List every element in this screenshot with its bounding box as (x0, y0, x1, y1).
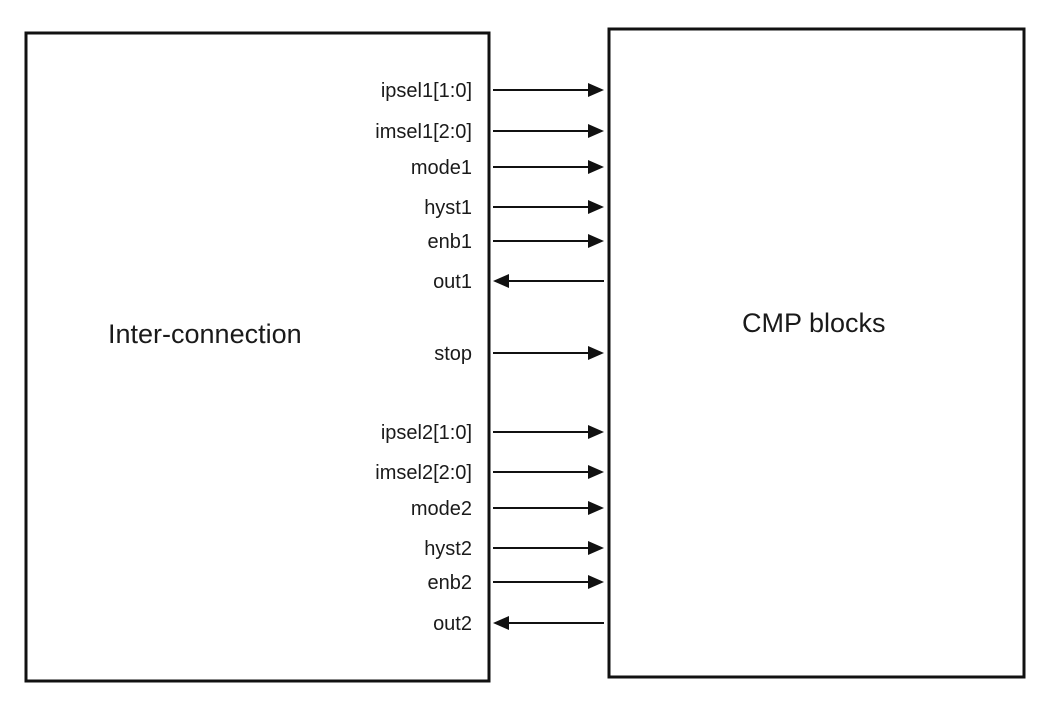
arrow-head-ipsel1-1-0 (588, 83, 604, 97)
arrow-head-enb1 (588, 234, 604, 248)
signal-label-mode1: mode1 (411, 157, 472, 179)
inter-connection-title: Inter-connection (108, 319, 302, 349)
signal-label-mode2: mode2 (411, 498, 472, 520)
arrow-head-mode1 (588, 160, 604, 174)
arrow-head-out1 (493, 274, 509, 288)
arrow-head-imsel1-2-0 (588, 124, 604, 138)
arrow-head-enb2 (588, 575, 604, 589)
signal-label-out1: out1 (433, 271, 472, 293)
signal-label-ipsel2-1-0: ipsel2[1:0] (381, 422, 472, 444)
cmp-blocks-title: CMP blocks (742, 308, 886, 338)
arrow-head-mode2 (588, 501, 604, 515)
arrow-head-out2 (493, 616, 509, 630)
signal-label-out2: out2 (433, 613, 472, 635)
arrow-head-imsel2-2-0 (588, 465, 604, 479)
inter-connection-block (24, 31, 491, 683)
signal-label-ipsel1-1-0: ipsel1[1:0] (381, 80, 472, 102)
signal-label-enb1: enb1 (428, 231, 473, 253)
signal-label-hyst1: hyst1 (424, 197, 472, 219)
signal-label-imsel1-2-0: imsel1[2:0] (375, 121, 472, 143)
arrow-head-hyst2 (588, 541, 604, 555)
signal-lines: ipsel1[1:0] imsel1[2:0] mode1 hyst1 enb1 out1… (375, 80, 604, 635)
arrow-head-ipsel2-1-0 (588, 425, 604, 439)
arrow-head-stop (588, 346, 604, 360)
signal-label-imsel2-2-0: imsel2[2:0] (375, 462, 472, 484)
arrow-head-hyst1 (588, 200, 604, 214)
cmp-blocks-block (607, 27, 1026, 679)
signal-label-hyst2: hyst2 (424, 538, 472, 560)
signal-label-stop: stop (434, 343, 472, 365)
signal-label-enb2: enb2 (428, 572, 473, 594)
